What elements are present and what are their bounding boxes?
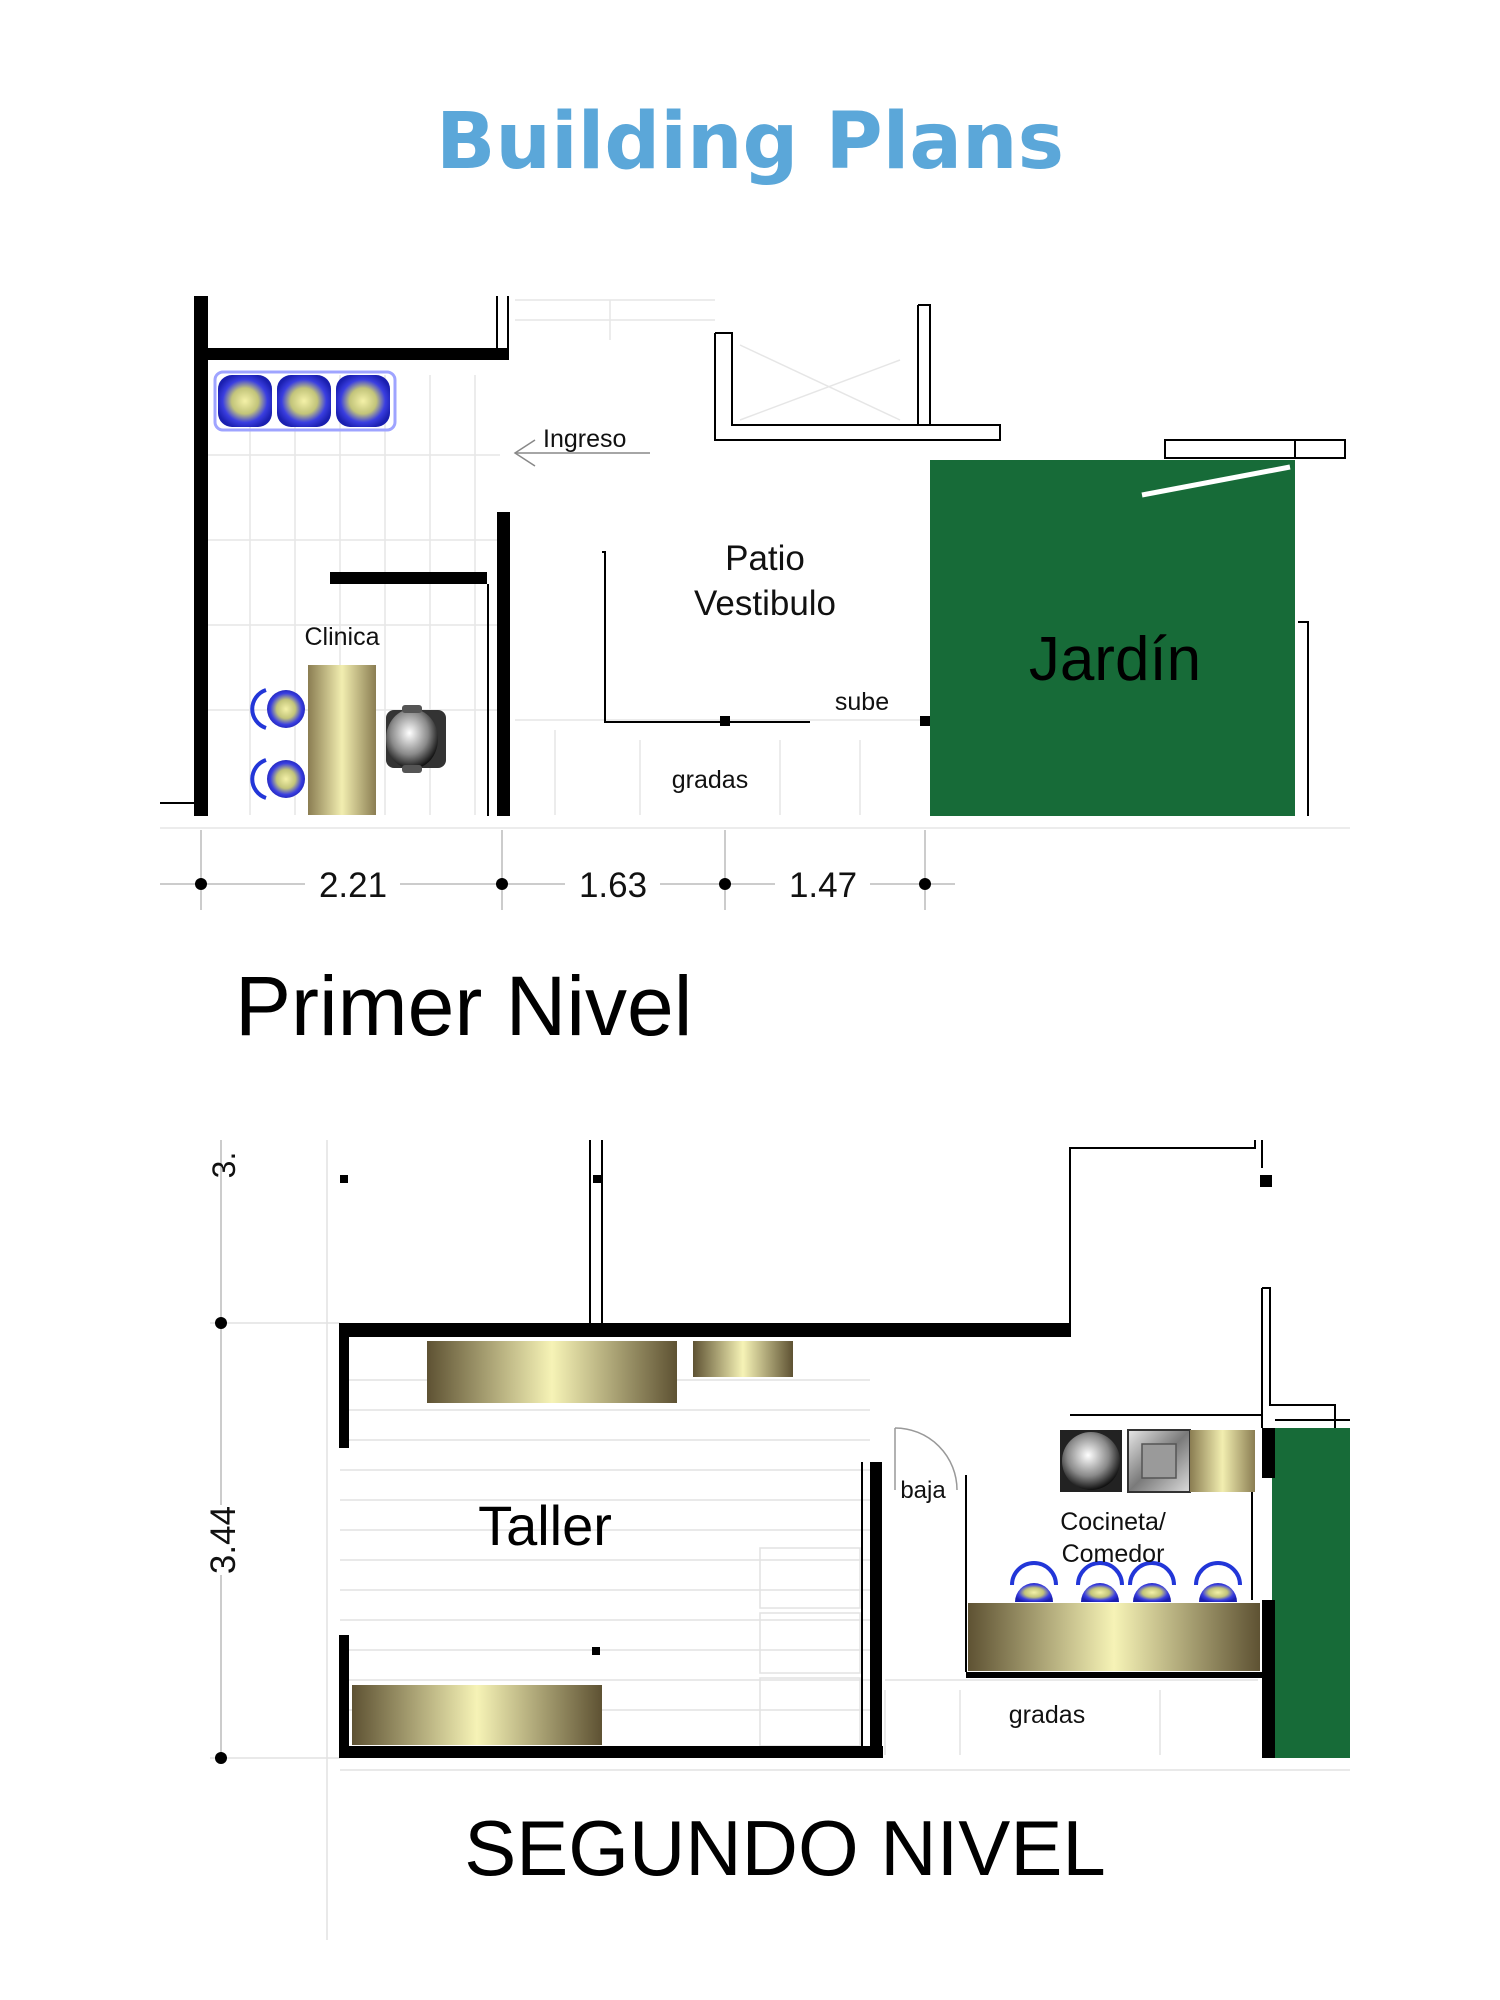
workbench-small xyxy=(693,1341,793,1377)
garden-area xyxy=(930,460,1295,816)
arrow-left-icon xyxy=(513,439,650,467)
room-label-comedor: Comedor xyxy=(1062,1540,1165,1568)
room-label-clinica: Clinica xyxy=(304,623,379,651)
room-label-taller: Taller xyxy=(478,1494,612,1557)
chair-icon xyxy=(1128,1561,1176,1602)
walls-level-1 xyxy=(194,296,930,816)
level-2-title: SEGUNDO NIVEL xyxy=(464,1804,1105,1892)
chair-icon xyxy=(267,760,305,798)
level-1-title: Primer Nivel xyxy=(235,959,692,1053)
room-label-vestibulo: Vestibulo xyxy=(694,584,836,623)
dining-table xyxy=(968,1603,1260,1671)
stairs-down-label: baja xyxy=(900,1477,946,1504)
clinic-visitor-chairs xyxy=(250,688,305,800)
sink-icon xyxy=(1127,1429,1191,1493)
room-label-cocineta: Cocineta/ xyxy=(1060,1508,1166,1536)
room-label-ingreso: Ingreso xyxy=(543,425,626,453)
stairs-label-level1: gradas xyxy=(672,766,748,794)
chair-icon xyxy=(336,375,390,427)
thin-walls-level-2 xyxy=(589,1140,1350,1746)
room-label-jardin: Jardín xyxy=(1029,625,1201,694)
workbench xyxy=(427,1341,677,1403)
dimension-label: 3.44 xyxy=(204,1506,243,1574)
dimension-line-level2: 3. 3.44 xyxy=(200,1140,243,1764)
chair-icon xyxy=(1194,1561,1242,1602)
waiting-chairs xyxy=(213,370,397,432)
dimension-line-level1: 2.21 1.63 1.47 xyxy=(160,830,955,910)
level-1-plan: Ingreso Patio Vestibulo Jardín Clinica s… xyxy=(160,296,1350,1053)
room-label-patio: Patio xyxy=(725,539,805,578)
door-swing xyxy=(894,1427,958,1491)
page-title: Building Plans xyxy=(436,97,1064,187)
dining-chairs xyxy=(1010,1561,1242,1602)
chair-icon xyxy=(277,375,331,427)
thin-walls-level-1 xyxy=(160,296,1346,816)
garden-area-level2 xyxy=(1272,1428,1350,1758)
workbench-bottom xyxy=(352,1685,602,1745)
dimension-label: 2.21 xyxy=(319,866,387,905)
walls-level-2 xyxy=(339,1175,1275,1758)
clinic-desk xyxy=(308,665,376,815)
stairs-up-label: sube xyxy=(835,688,889,716)
chair-icon xyxy=(218,375,272,427)
chair-icon xyxy=(267,690,305,728)
stove-icon xyxy=(1060,1430,1122,1492)
dimension-label: 1.63 xyxy=(579,866,647,905)
stairs-label-level2: gradas xyxy=(1009,1701,1085,1729)
chair-icon xyxy=(1010,1561,1058,1602)
kitchen-counter xyxy=(1190,1430,1255,1492)
dimension-label: 3. xyxy=(206,1152,242,1179)
office-chair-icon xyxy=(386,705,446,773)
dimension-label: 1.47 xyxy=(789,866,857,905)
level-2-plan: Taller baja Cocineta/ Comedor gradas 3. … xyxy=(200,1140,1350,1940)
chair-icon xyxy=(1076,1561,1124,1602)
